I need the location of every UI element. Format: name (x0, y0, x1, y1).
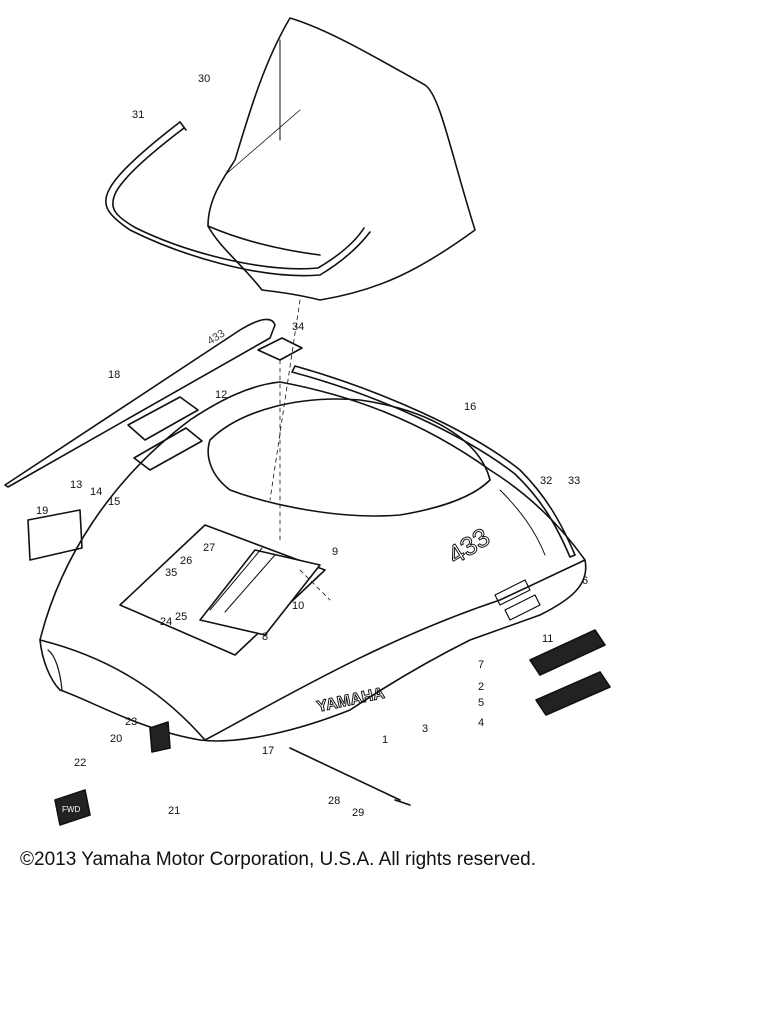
windshield (207, 17, 476, 301)
svg-text:433: 433 (205, 328, 227, 348)
svg-text:14: 14 (90, 486, 102, 498)
svg-text:8: 8 (262, 631, 268, 643)
svg-text:27: 27 (203, 542, 215, 554)
svg-text:22: 22 (74, 757, 86, 769)
svg-text:19: 19 (36, 505, 48, 517)
svg-text:24: 24 (160, 616, 172, 628)
svg-text:21: 21 (168, 805, 180, 817)
brand-logo-text: YAMAHA (315, 685, 386, 716)
svg-text:5: 5 (478, 697, 484, 709)
svg-text:7: 7 (478, 659, 484, 671)
step-pads (529, 629, 611, 716)
svg-text:12: 12 (215, 389, 227, 401)
svg-text:34: 34 (292, 321, 304, 333)
vent-panel (119, 524, 326, 656)
svg-text:4: 4 (478, 717, 484, 729)
cable-28 (289, 747, 401, 801)
svg-text:1: 1 (382, 734, 388, 746)
svg-text:26: 26 (180, 555, 192, 567)
svg-text:11: 11 (542, 633, 553, 645)
parts-diagram: 433 433 YAMAHA (4, 17, 611, 826)
svg-text:20: 20 (110, 733, 122, 745)
svg-text:6: 6 (582, 575, 588, 587)
svg-text:30: 30 (198, 73, 210, 85)
svg-text:35: 35 (165, 567, 177, 579)
svg-text:32: 32 (540, 475, 552, 487)
copyright-notice: ©2013 Yamaha Motor Corporation, U.S.A. A… (20, 849, 536, 870)
lens-pair (127, 396, 203, 471)
svg-text:31: 31 (132, 109, 144, 121)
svg-text:10: 10 (292, 600, 304, 612)
svg-text:2: 2 (478, 681, 484, 693)
svg-text:33: 33 (568, 475, 580, 487)
hood: 433 YAMAHA (39, 381, 587, 742)
callouts: 30 31 34 18 12 16 13 14 15 19 32 33 9 26… (36, 73, 588, 819)
svg-text:25: 25 (175, 611, 187, 623)
svg-text:17: 17 (262, 745, 274, 757)
svg-text:3: 3 (422, 723, 428, 735)
svg-text:16: 16 (464, 401, 476, 413)
latch-23 (149, 721, 171, 753)
svg-text:13: 13 (70, 479, 82, 491)
trim-strip (291, 365, 576, 558)
svg-text:18: 18 (108, 369, 120, 381)
windshield-trim (105, 121, 371, 277)
fwd-decal: FWD (54, 789, 91, 826)
svg-text:28: 28 (328, 795, 340, 807)
blank-area (0, 880, 768, 1024)
svg-text:9: 9 (332, 546, 338, 558)
plate-34 (257, 337, 303, 361)
svg-text:23: 23 (125, 716, 137, 728)
svg-text:FWD: FWD (62, 805, 80, 814)
svg-text:15: 15 (108, 496, 120, 508)
svg-text:29: 29 (352, 807, 364, 819)
model-badge-text: 433 (442, 522, 495, 570)
badge-19 (27, 509, 83, 561)
